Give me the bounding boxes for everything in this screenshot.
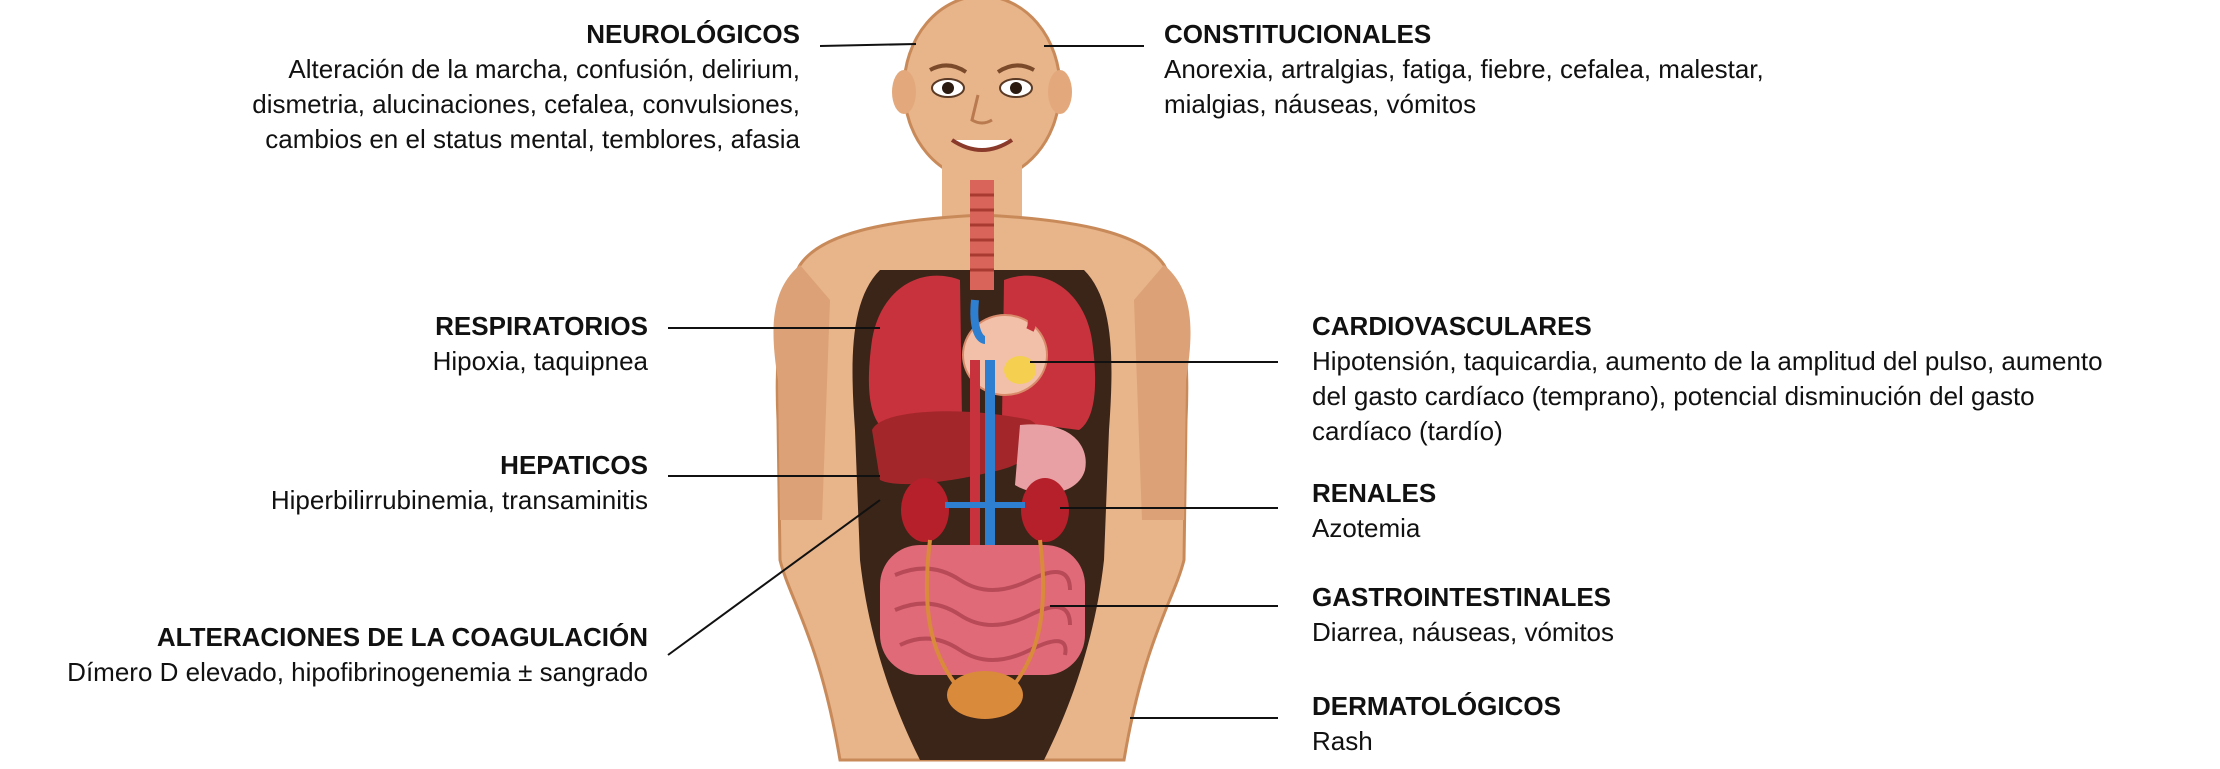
label-coagulacion: ALTERACIONES DE LA COAGULACIÓN Dímero D … xyxy=(0,620,648,690)
label-hepaticos: HEPATICOS Hiperbilirrubinemia, transamin… xyxy=(88,448,648,518)
label-renales: RENALES Azotemia xyxy=(1312,476,1712,546)
label-respiratorios: RESPIRATORIOS Hipoxia, taquipnea xyxy=(248,309,648,379)
label-line: Hipotensión, taquicardia, aumento de la … xyxy=(1312,344,2202,379)
label-line: Dímero D elevado, hipofibrinogenemia ± s… xyxy=(0,655,648,690)
label-line: dismetria, alucinaciones, cefalea, convu… xyxy=(180,87,800,122)
label-title: RESPIRATORIOS xyxy=(248,309,648,344)
label-cardiovasculares: CARDIOVASCULARES Hipotensión, taquicardi… xyxy=(1312,309,2202,449)
label-title: GASTROINTESTINALES xyxy=(1312,580,1912,615)
label-line: Hipoxia, taquipnea xyxy=(248,344,648,379)
label-line: Diarrea, náuseas, vómitos xyxy=(1312,615,1912,650)
left-kidney xyxy=(901,478,949,542)
intestines xyxy=(880,545,1085,675)
leader-neurologicos xyxy=(820,44,916,46)
label-line: mialgias, náuseas, vómitos xyxy=(1164,87,1884,122)
label-line: Hiperbilirrubinemia, transaminitis xyxy=(88,483,648,518)
label-line: del gasto cardíaco (temprano), potencial… xyxy=(1312,379,2202,414)
right-kidney xyxy=(1021,478,1069,542)
label-line: Anorexia, artralgias, fatiga, fiebre, ce… xyxy=(1164,52,1884,87)
bladder xyxy=(947,671,1023,719)
label-line: cambios en el status mental, temblores, … xyxy=(180,122,800,157)
label-gastrointestinales: GASTROINTESTINALES Diarrea, náuseas, vóm… xyxy=(1312,580,1912,650)
label-title: RENALES xyxy=(1312,476,1712,511)
label-title: CONSTITUCIONALES xyxy=(1164,17,1884,52)
label-line: Azotemia xyxy=(1312,511,1712,546)
label-constitucionales: CONSTITUCIONALES Anorexia, artralgias, f… xyxy=(1164,17,1884,122)
label-line: Alteración de la marcha, confusión, deli… xyxy=(180,52,800,87)
label-line: cardíaco (tardío) xyxy=(1312,414,2202,449)
label-title: HEPATICOS xyxy=(88,448,648,483)
label-title: CARDIOVASCULARES xyxy=(1312,309,2202,344)
label-neurologicos: NEUROLÓGICOS Alteración de la marcha, co… xyxy=(180,17,800,157)
trachea xyxy=(970,180,994,290)
label-dermatologicos: DERMATOLÓGICOS Rash xyxy=(1312,689,1812,759)
label-title: ALTERACIONES DE LA COAGULACIÓN xyxy=(0,620,648,655)
label-title: NEUROLÓGICOS xyxy=(180,17,800,52)
label-line: Rash xyxy=(1312,724,1812,759)
label-title: DERMATOLÓGICOS xyxy=(1312,689,1812,724)
